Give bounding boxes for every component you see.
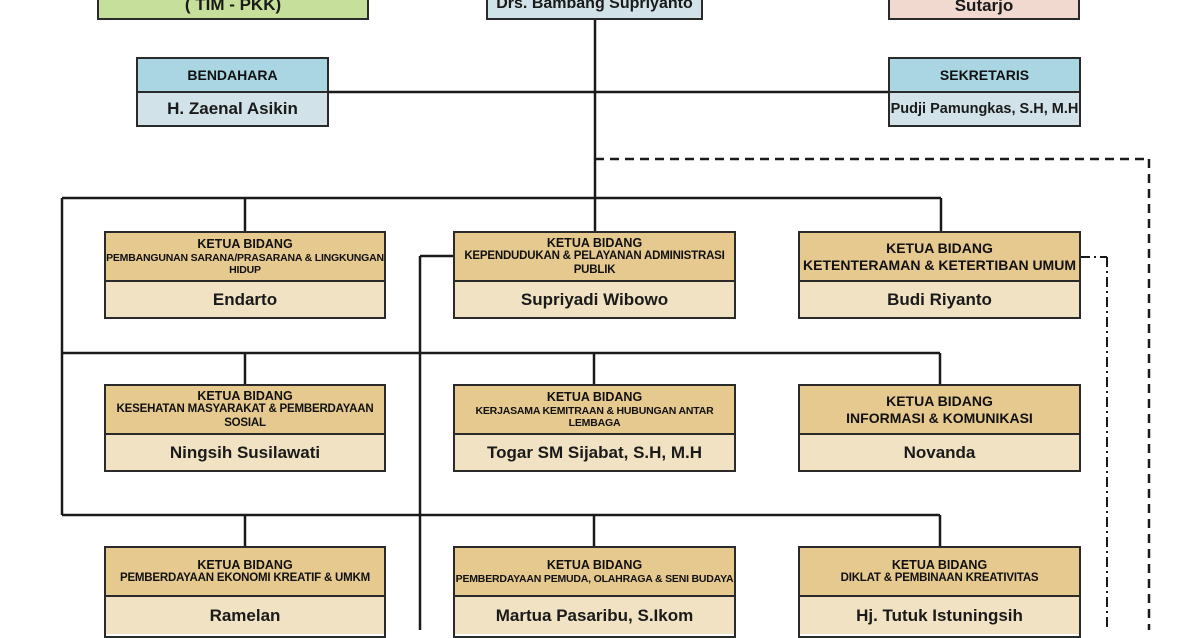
bidang-title: KETUA BIDANG — [886, 393, 993, 410]
bidang-title: KETUA BIDANG — [886, 240, 993, 257]
bidang-name: Novanda — [800, 435, 1079, 470]
bidang-box: KETUA BIDANG KETENTERAMAN & KETERTIBAN U… — [798, 231, 1081, 319]
bidang-subtitle: KESEHATAN MASYARAKAT & PEMBERDAYAAN SOSI… — [116, 403, 374, 429]
bendahara-box: BENDAHARA H. Zaenal Asikin — [136, 57, 329, 127]
bidang-name: Togar SM Sijabat, S.H, M.H — [455, 435, 734, 470]
bidang-subtitle: DIKLAT & PEMBINAAN KREATIVITAS — [840, 572, 1039, 585]
bidang-title: KETUA BIDANG — [546, 390, 643, 405]
top-left-label: ( TIM - PKK) — [184, 0, 282, 14]
bendahara-title: BENDAHARA — [138, 59, 327, 93]
bidang-title: KETUA BIDANG — [197, 237, 293, 252]
bidang-title: KETUA BIDANG — [197, 389, 293, 404]
bidang-box: KETUA BIDANG KEPENDUDUKAN & PELAYANAN AD… — [453, 231, 736, 319]
sekretaris-title: SEKRETARIS — [890, 59, 1079, 93]
bidang-subtitle: PEMBERDAYAAN EKONOMI KREATIF & UMKM — [119, 572, 371, 585]
bidang-box: KETUA BIDANG INFORMASI & KOMUNIKASI Nova… — [798, 384, 1081, 472]
bidang-title: KETUA BIDANG — [546, 236, 643, 251]
top-center-name: Drs. Bambang Supriyanto — [496, 0, 693, 12]
bidang-name: Ramelan — [106, 597, 384, 634]
bidang-box: KETUA BIDANG PEMBERDAYAAN EKONOMI KREATI… — [104, 546, 386, 638]
bidang-name: Endarto — [106, 282, 384, 317]
bidang-name: Budi Riyanto — [800, 282, 1079, 317]
bidang-title: KETUA BIDANG — [197, 557, 293, 572]
bidang-box: KETUA BIDANG PEMBANGUNAN SARANA/PRASARAN… — [104, 231, 386, 319]
bidang-name: Ningsih Susilawati — [106, 435, 384, 470]
bidang-subtitle: KETENTERAMAN & KETERTIBAN UMUM — [803, 256, 1076, 273]
bidang-box: KETUA BIDANG KESEHATAN MASYARAKAT & PEMB… — [104, 384, 386, 472]
bidang-title: KETUA BIDANG — [891, 557, 988, 572]
bidang-subtitle: PEMBERDAYAAN PEMUDA, OLAHRAGA & SENI BUD… — [455, 572, 734, 585]
bendahara-name: H. Zaenal Asikin — [138, 93, 327, 125]
top-right-name: Sutarjo — [954, 0, 1014, 15]
bidang-name: Hj. Tutuk Istuningsih — [800, 597, 1079, 634]
bidang-name: Supriyadi Wibowo — [455, 282, 734, 317]
bidang-box: KETUA BIDANG KERJASAMA KEMITRAAN & HUBUN… — [453, 384, 736, 472]
sekretaris-name: Pudji Pamungkas, S.H, M.H — [890, 93, 1079, 125]
bidang-title: KETUA BIDANG — [546, 558, 643, 573]
top-left-box: ( TIM - PKK) — [97, 0, 369, 20]
sekretaris-box: SEKRETARIS Pudji Pamungkas, S.H, M.H — [888, 57, 1081, 127]
bidang-subtitle: KEPENDUDUKAN & PELAYANAN ADMINISTRASI PU… — [464, 250, 725, 276]
bidang-subtitle: INFORMASI & KOMUNIKASI — [846, 409, 1033, 426]
bidang-subtitle: KERJASAMA KEMITRAAN & HUBUNGAN ANTAR LEM… — [475, 404, 714, 429]
top-right-box: Sutarjo — [888, 0, 1080, 20]
bidang-box: KETUA BIDANG DIKLAT & PEMBINAAN KREATIVI… — [798, 546, 1081, 638]
bidang-name: Martua Pasaribu, S.Ikom — [455, 597, 734, 634]
bidang-subtitle: PEMBANGUNAN SARANA/PRASARANA & LINGKUNGA… — [106, 251, 384, 276]
top-center-box: Drs. Bambang Supriyanto — [486, 0, 703, 20]
bidang-box: KETUA BIDANG PEMBERDAYAAN PEMUDA, OLAHRA… — [453, 546, 736, 638]
